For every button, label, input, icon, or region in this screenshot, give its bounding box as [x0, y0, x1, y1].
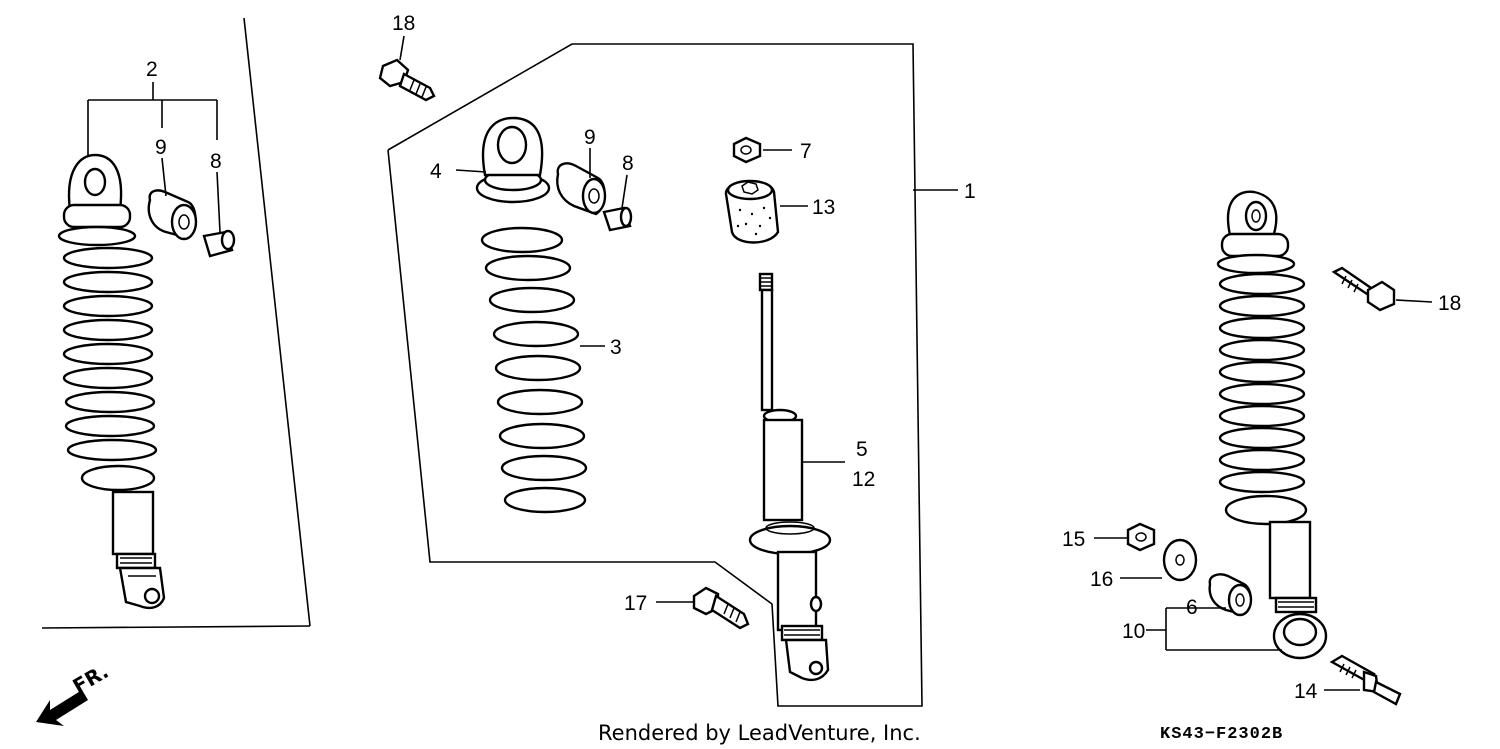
- callout-9-mid: 9: [584, 126, 596, 149]
- left-shock-assembly: [57, 153, 166, 610]
- bump-stopper: [724, 179, 780, 244]
- callout-9-left: 9: [155, 136, 167, 159]
- center-panel-border: [387, 43, 923, 707]
- left-panel-border: [41, 17, 311, 629]
- center-collar: [602, 206, 633, 232]
- main-spring: [480, 226, 588, 514]
- callout-7: 7: [800, 140, 812, 163]
- stud-bolt: [1329, 654, 1402, 706]
- damper: [748, 272, 832, 682]
- right-shock-spring: [1218, 272, 1306, 494]
- callout-18-right: 18: [1438, 292, 1461, 315]
- callout-8-mid: 8: [622, 152, 634, 175]
- callout-16: 16: [1090, 568, 1113, 591]
- callout-14: 14: [1294, 680, 1318, 703]
- front-indicator-label: FR.: [69, 659, 113, 698]
- nut: [732, 136, 762, 164]
- leader-18-top: [399, 35, 405, 61]
- callout-1: 1: [964, 180, 976, 203]
- callout-10: 10: [1122, 620, 1145, 643]
- right-bushing: [1208, 573, 1253, 617]
- left-bushing: [147, 189, 198, 241]
- washer: [1162, 538, 1198, 582]
- diagram-code: KS43−F2302B: [1160, 725, 1283, 744]
- center-bushing: [556, 162, 607, 216]
- leader-8-mid: [621, 174, 628, 209]
- right-shock-assembly: [1216, 190, 1328, 660]
- callout-12: 12: [852, 468, 875, 491]
- callout-15: 15: [1062, 528, 1085, 551]
- upper-bolt: [378, 58, 436, 102]
- callout-8-left: 8: [210, 150, 222, 173]
- leader-6-10: [1146, 607, 1282, 651]
- left-shock-spring: [62, 246, 158, 462]
- callout-3: 3: [610, 336, 622, 359]
- leader-18-right: [1395, 299, 1433, 303]
- callout-18-top: 18: [392, 12, 415, 35]
- callout-2: 2: [146, 58, 158, 81]
- callout-17: 17: [624, 592, 647, 615]
- footer-credit: Rendered by LeadVenture, Inc.: [598, 721, 921, 745]
- upper-spring-seat: [475, 116, 551, 204]
- callout-4: 4: [430, 160, 442, 183]
- right-bolt: [1331, 266, 1396, 312]
- lower-bolt: [692, 586, 750, 630]
- callout-13: 13: [812, 196, 835, 219]
- callout-labels: 2 9 8 18 4 9 8 7 13 1 3 5 12 17 18 15 16…: [146, 12, 1461, 703]
- right-nut: [1126, 522, 1156, 552]
- callout-5: 5: [856, 438, 868, 461]
- left-callout-leaders: [87, 82, 221, 233]
- leader-4: [455, 169, 487, 173]
- front-direction-arrow: FR.: [36, 659, 113, 726]
- callout-6: 6: [1186, 596, 1198, 619]
- left-collar: [202, 229, 236, 258]
